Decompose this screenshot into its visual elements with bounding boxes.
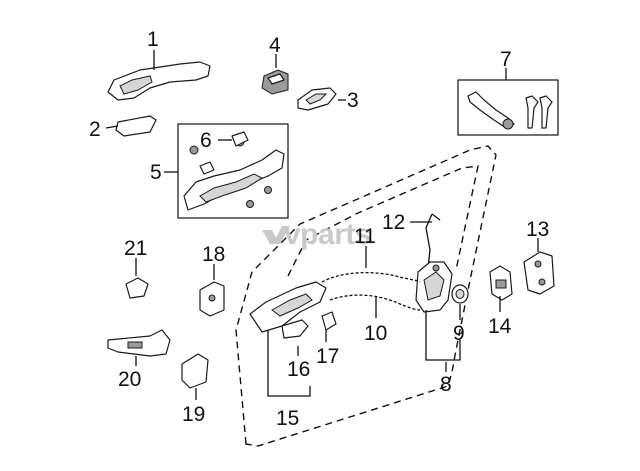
hinge-part-19 (181, 353, 209, 389)
callout-15: 15 (276, 407, 299, 430)
grommet-part (451, 284, 469, 304)
callout-12: 12 (382, 211, 405, 234)
striker-cover-part (489, 265, 513, 301)
handle-frame-box (177, 123, 289, 219)
callout-7: 7 (500, 48, 512, 71)
callout-6: 6 (200, 129, 212, 152)
callout-labels: 1 2 3 4 5 6 7 8 9 10 11 12 13 14 15 16 1… (89, 28, 549, 430)
callout-18: 18 (202, 243, 225, 266)
callout-5: 5 (150, 161, 162, 184)
callout-17: 17 (316, 345, 339, 368)
cylinder-cap-part (261, 69, 289, 95)
callout-20: 20 (118, 368, 141, 391)
watermark-logo: vparts (262, 218, 372, 251)
handle-pad-part (115, 115, 157, 137)
callout-2: 2 (89, 118, 101, 141)
callout-8: 8 (440, 373, 452, 396)
watermark-text: vparts (284, 218, 371, 251)
door-lock-assembly-part (415, 261, 453, 313)
clip-part (125, 277, 149, 299)
callout-10: 10 (364, 322, 387, 345)
callout-16: 16 (287, 358, 310, 381)
striker-part (523, 251, 555, 295)
lock-cylinder-key-set-box (457, 79, 559, 136)
door-outline (235, 145, 497, 447)
inside-handle-bezel-part (281, 319, 309, 339)
small-cover-part (321, 311, 337, 331)
cable-parts (321, 272, 421, 311)
bracket-part-18 (199, 281, 225, 317)
handle-bezel-part (297, 87, 337, 111)
callout-19: 19 (182, 403, 205, 426)
callout-9: 9 (453, 322, 465, 345)
callout-3: 3 (347, 89, 359, 112)
leader-lines (105, 50, 539, 400)
callout-21: 21 (124, 237, 147, 260)
inside-handle-part (249, 281, 327, 333)
outside-handle-part (107, 61, 211, 101)
callout-4: 4 (269, 34, 281, 57)
lock-rod-part (425, 213, 441, 269)
door-check-part (107, 329, 171, 357)
callout-13: 13 (526, 218, 549, 241)
callout-11: 11 (354, 225, 376, 248)
callout-1: 1 (147, 28, 159, 51)
callout-14: 14 (488, 315, 512, 338)
